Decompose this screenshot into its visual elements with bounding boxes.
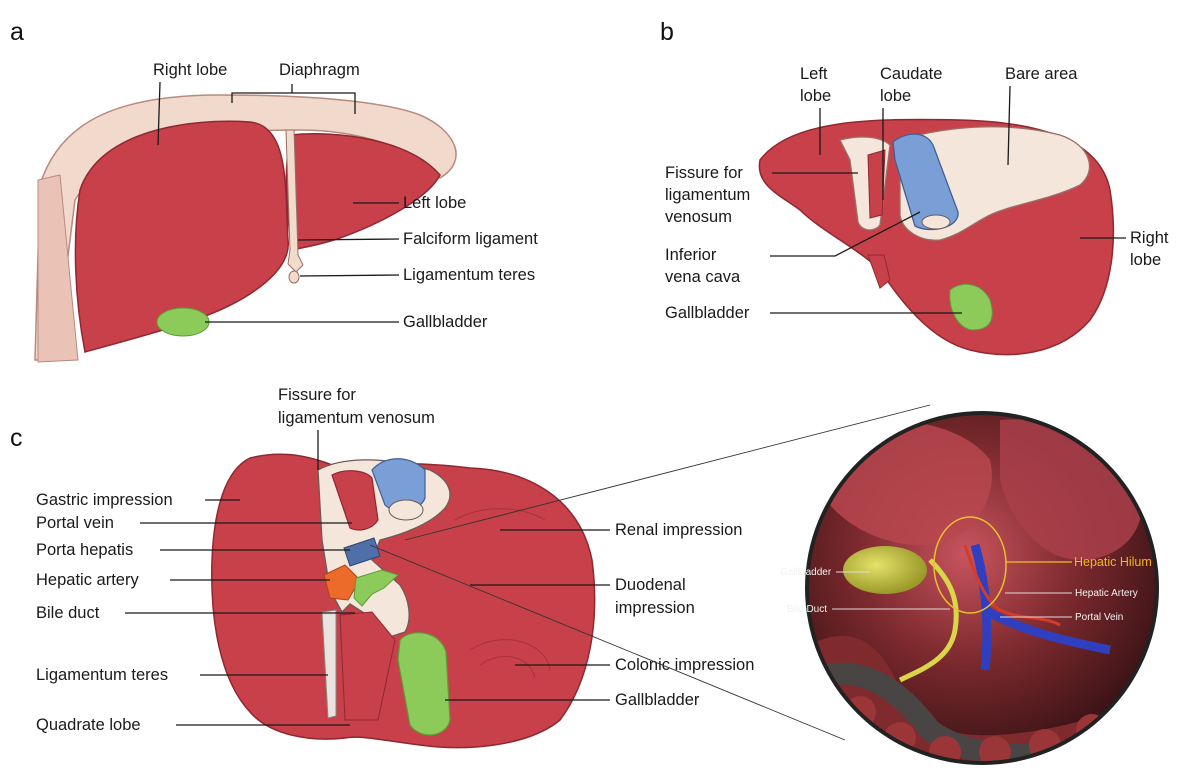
label-bare-area: Bare area <box>1005 65 1078 83</box>
ivc-opening <box>922 215 950 229</box>
label-right-lobe-b-2: lobe <box>1130 251 1161 269</box>
label-portal-vein-c: Portal vein <box>36 514 114 532</box>
label-ligamentum-teres-c: Ligamentum teres <box>36 666 168 684</box>
inset-label-bile-duct: Bile Duct <box>787 604 827 615</box>
ivc-c-opening <box>389 500 423 520</box>
label-renal-impression: Renal impression <box>615 521 742 539</box>
label-fissure-c-2: ligamentum venosum <box>278 409 435 427</box>
label-gastric-impression: Gastric impression <box>36 491 173 509</box>
label-fissure-b-2: ligamentum <box>665 186 750 204</box>
label-fissure-c-1: Fissure for <box>278 386 356 404</box>
label-falciform-ligament: Falciform ligament <box>403 230 538 248</box>
label-quadrate-lobe: Quadrate lobe <box>36 716 141 734</box>
gallbladder-a-shape <box>157 308 209 336</box>
label-left-lobe-b-2: lobe <box>800 87 831 105</box>
leader-ligamentum-teres-a <box>300 275 399 276</box>
label-fissure-b-3: venosum <box>665 208 732 226</box>
label-ivc-1: Inferior <box>665 246 717 264</box>
label-colonic-impression: Colonic impression <box>615 656 754 674</box>
label-duodenal-2: impression <box>615 599 695 617</box>
label-left-lobe-b-1: Left <box>800 65 828 83</box>
label-left-lobe-a: Left lobe <box>403 194 466 212</box>
hilum-inset: Hepatic Hilum Gallbladder Hepatic Artery… <box>780 410 1170 778</box>
inset-label-hepatic-artery: Hepatic Artery <box>1075 588 1138 599</box>
label-gallbladder-a: Gallbladder <box>403 313 488 331</box>
label-diaphragm: Diaphragm <box>279 61 360 79</box>
inset-gallbladder <box>843 546 927 594</box>
label-porta-hepatis: Porta hepatis <box>36 541 133 559</box>
label-fissure-b-1: Fissure for <box>665 164 743 182</box>
inset-label-gallbladder: Gallbladder <box>780 567 832 578</box>
inset-label-portal-vein: Portal Vein <box>1075 612 1123 623</box>
label-caudate-lobe-1: Caudate <box>880 65 942 83</box>
panel-label-b: b <box>660 18 674 46</box>
panel-a: a Right lobe Diaphragm Left lobe Falcifo… <box>10 18 538 362</box>
inset-label-hepatic-hilum: Hepatic Hilum <box>1074 555 1152 569</box>
label-gallbladder-c: Gallbladder <box>615 691 700 709</box>
panel-label-c: c <box>10 424 23 452</box>
label-hepatic-artery-c: Hepatic artery <box>36 571 139 589</box>
label-ivc-2: vena cava <box>665 268 741 286</box>
label-right-lobe-a: Right lobe <box>153 61 227 79</box>
label-ligamentum-teres-a: Ligamentum teres <box>403 266 535 284</box>
label-duodenal-1: Duodenal <box>615 576 686 594</box>
panel-b: b Left lobe Caudate lobe Bare area Fissu… <box>660 18 1169 355</box>
label-right-lobe-b-1: Right <box>1130 229 1169 247</box>
panel-label-a: a <box>10 18 24 46</box>
label-caudate-lobe-2: lobe <box>880 87 911 105</box>
ligamentum-teres-tip <box>289 271 299 283</box>
label-gallbladder-b: Gallbladder <box>665 304 750 322</box>
label-bile-duct-c: Bile duct <box>36 604 100 622</box>
